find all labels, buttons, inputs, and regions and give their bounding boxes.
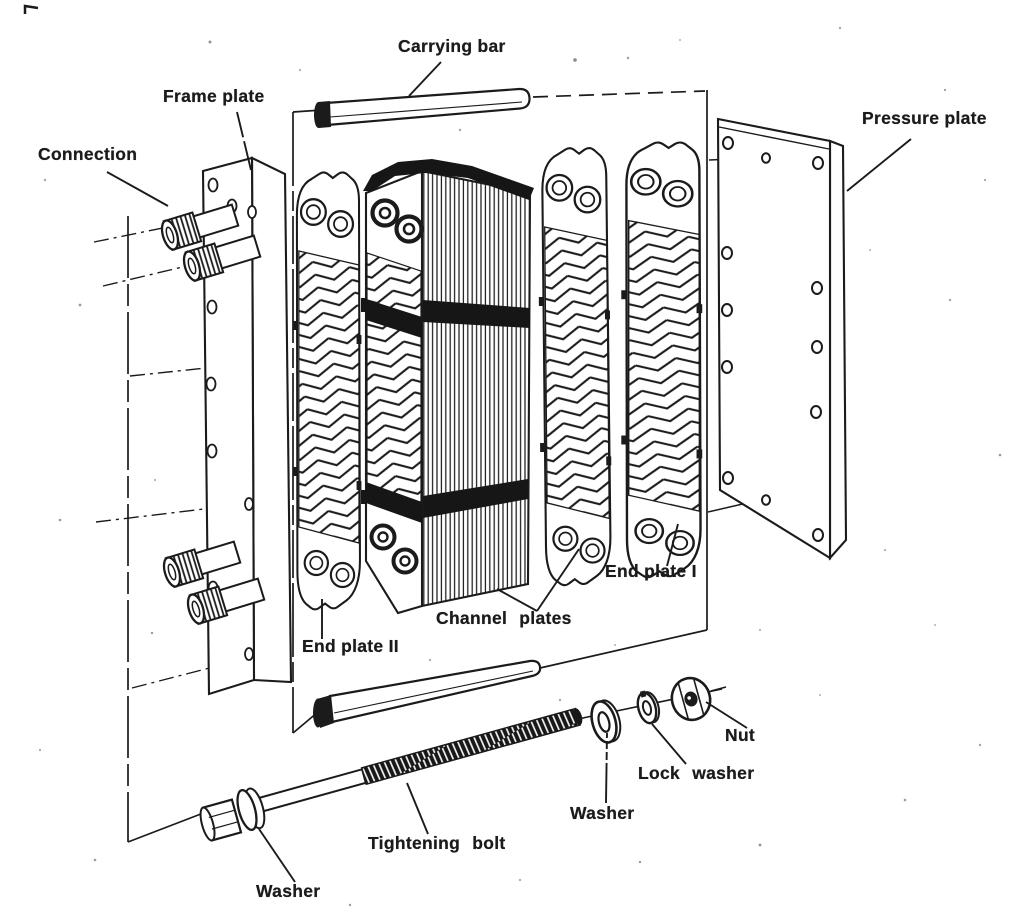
lock-washer bbox=[636, 690, 661, 725]
stack-ports bbox=[369, 198, 424, 575]
leader-lines bbox=[106, 61, 912, 883]
tightening-bolt bbox=[199, 707, 583, 842]
stack-top-face bbox=[363, 159, 534, 200]
pressure-plate bbox=[716, 117, 848, 561]
channel-plate-stack bbox=[361, 159, 534, 615]
bolt-head bbox=[199, 798, 243, 842]
label-frame-plate: Frame plate bbox=[163, 86, 265, 106]
pressure-plate-holes bbox=[721, 136, 824, 542]
channel-plate-single bbox=[536, 146, 614, 587]
end-plate-ii bbox=[291, 171, 363, 611]
nut bbox=[670, 676, 712, 722]
label-pressure-plate: Pressure plate bbox=[862, 108, 987, 128]
carrying-bar bbox=[314, 87, 531, 128]
scan-speckles bbox=[38, 26, 1002, 907]
washer-on-bolt bbox=[236, 787, 266, 832]
label-washer-upper: Washer bbox=[570, 803, 635, 823]
label-nut: Nut bbox=[725, 725, 756, 745]
label-end-plate-ii: End plate II bbox=[302, 636, 399, 656]
phantom-frame-outline bbox=[127, 90, 761, 843]
label-tightening-bolt: Tightening bolt bbox=[368, 833, 506, 853]
bolt-axis-tail bbox=[710, 686, 727, 692]
washer bbox=[590, 699, 622, 744]
guide-bar bbox=[313, 659, 542, 728]
label-washer-lower: Washer bbox=[256, 881, 321, 901]
label-channel-plates: Channel plates bbox=[436, 608, 572, 628]
end-plate-i bbox=[619, 141, 704, 579]
scan-artifact bbox=[23, 4, 39, 14]
label-carrying-bar: Carrying bar bbox=[398, 36, 506, 56]
label-end-plate-i: End plate I bbox=[605, 561, 697, 581]
label-connection: Connection bbox=[38, 144, 138, 164]
label-lock-washer: Lock washer bbox=[638, 763, 755, 783]
